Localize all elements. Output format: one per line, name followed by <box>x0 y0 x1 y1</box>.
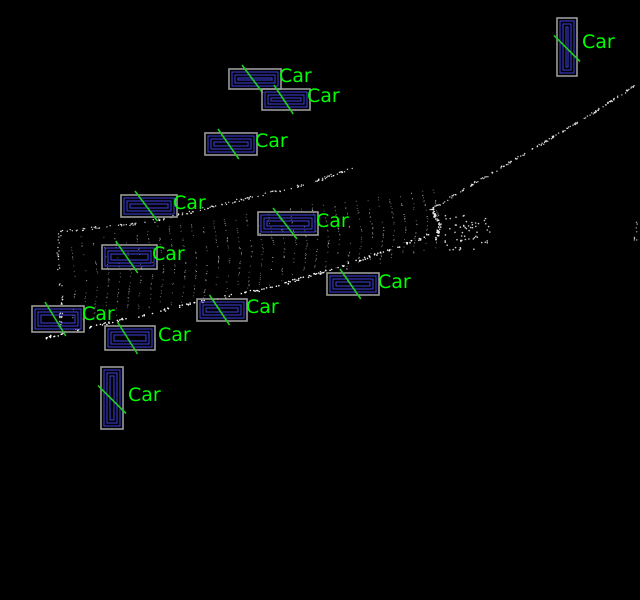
car-label: Car <box>378 271 411 293</box>
heading-line <box>97 385 127 415</box>
heading-line <box>553 34 581 63</box>
bbox-inner <box>266 220 310 227</box>
heading-line <box>339 268 362 300</box>
car-detection: Car <box>196 294 279 326</box>
bbox-outer <box>31 305 85 333</box>
bbox-inner <box>106 372 118 424</box>
bbox-outer <box>204 132 258 156</box>
bbox-outer <box>326 272 380 296</box>
car-detection: Car <box>204 128 288 160</box>
heading-line <box>208 294 231 326</box>
car-detection: Car <box>228 64 312 94</box>
bbox-outer <box>228 68 282 90</box>
bbox-inner <box>205 307 239 313</box>
car-label: Car <box>279 65 312 87</box>
car-label: Car <box>316 210 349 232</box>
car-detection: Car <box>261 84 340 115</box>
bbox-inner <box>34 308 82 330</box>
bbox-inner <box>237 77 273 81</box>
bbox-inner <box>103 369 121 427</box>
bbox-outer <box>101 244 158 270</box>
bbox-inner <box>270 97 302 102</box>
heading-line <box>116 321 139 355</box>
bbox-outer <box>196 298 248 322</box>
car-label: Car <box>158 324 191 346</box>
car-detection: Car <box>120 190 206 222</box>
car-label: Car <box>173 192 206 214</box>
bbox-inner <box>104 247 155 267</box>
bbox-inner <box>107 250 152 264</box>
bbox-inner <box>264 91 308 108</box>
bbox-inner <box>123 197 175 215</box>
bbox-inner <box>110 331 150 345</box>
car-detection: Car <box>101 240 185 274</box>
bbox-outer <box>261 88 311 111</box>
car-label: Car <box>307 85 340 107</box>
bbox-outer <box>104 325 156 351</box>
car-detection: Car <box>257 207 349 240</box>
car-detection: Car <box>553 17 615 77</box>
bbox-inner <box>129 203 169 209</box>
car-label: Car <box>128 384 161 406</box>
bbox-inner <box>335 281 371 287</box>
bbox-inner <box>559 20 575 74</box>
heading-line <box>241 64 264 94</box>
heading-line <box>273 84 294 115</box>
car-label: Car <box>246 296 279 318</box>
bbox-inner <box>107 328 153 348</box>
car-detection: Car <box>97 366 161 430</box>
heading-line <box>134 190 159 222</box>
bbox-inner <box>260 214 316 233</box>
car-detection: Car <box>326 268 411 300</box>
car-label: Car <box>582 31 615 53</box>
bbox-inner <box>231 71 279 87</box>
bbox-outer <box>257 211 319 236</box>
heading-line <box>44 301 67 337</box>
car-detection: Car <box>104 321 191 355</box>
point-cloud <box>45 85 638 340</box>
car-detection: Car <box>31 301 115 337</box>
bbox-inner <box>263 217 313 230</box>
heading-line <box>272 207 298 240</box>
bbox-outer <box>120 194 178 218</box>
bbox-outer <box>556 17 578 77</box>
heading-line <box>217 128 240 160</box>
car-label: Car <box>152 243 185 265</box>
bbox-inner <box>199 301 245 319</box>
bbox-inner <box>37 311 79 327</box>
bbox-inner <box>213 141 249 147</box>
bbox-inner <box>562 23 572 71</box>
car-label: Car <box>255 130 288 152</box>
bbox-inner <box>329 275 377 293</box>
heading-line <box>115 240 139 274</box>
bbox-inner <box>207 135 255 153</box>
bbox-outer <box>100 366 124 430</box>
car-label: Car <box>82 303 115 325</box>
